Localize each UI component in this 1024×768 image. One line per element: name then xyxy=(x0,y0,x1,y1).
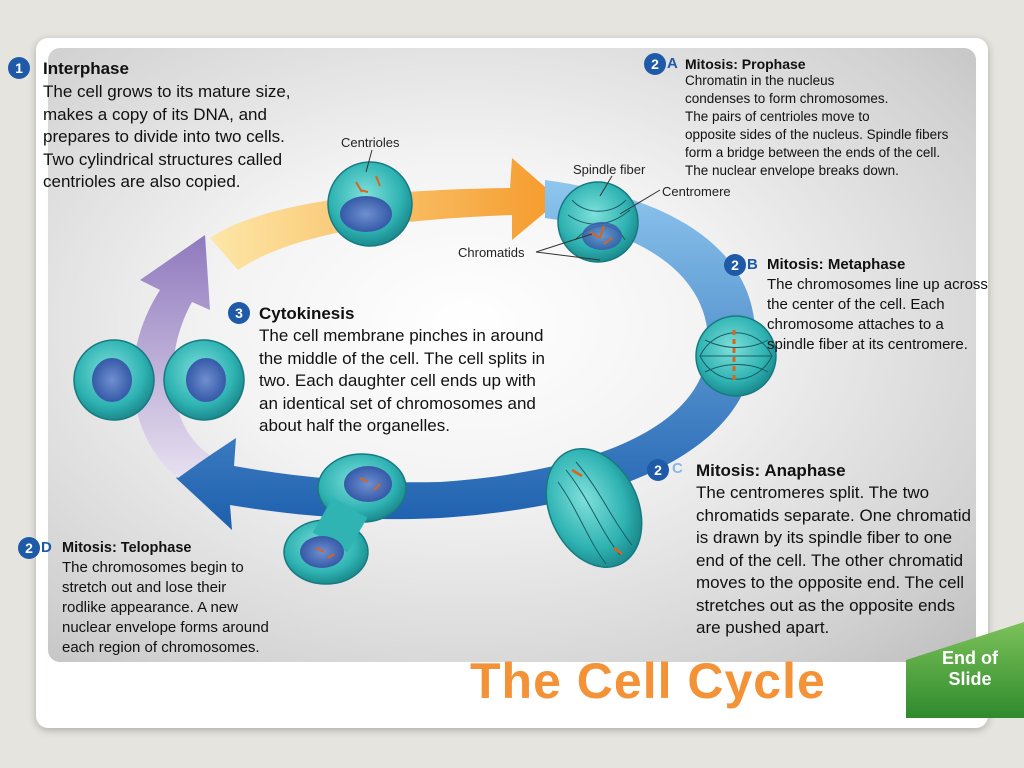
mitosis-arrow xyxy=(176,180,756,530)
daughter-cell-left xyxy=(73,339,155,421)
metaphase-letter: B xyxy=(747,256,758,273)
cytokinesis-text: The cell membrane pinches in around the … xyxy=(259,326,545,435)
cytokinesis-badge: 3 xyxy=(228,302,250,324)
telophase-text: The chromosomes begin to stretch out and… xyxy=(62,559,269,656)
centrioles-label: Centrioles xyxy=(341,135,400,150)
anaphase-badge: 2 xyxy=(647,459,669,481)
chromatids-label: Chromatids xyxy=(458,245,525,260)
end-of-slide-line1: End of xyxy=(942,648,998,668)
interphase-heading: Interphase xyxy=(43,59,129,78)
centrioles-leader xyxy=(365,149,373,173)
telophase-letter: D xyxy=(41,539,52,556)
end-of-slide-button[interactable]: End of Slide xyxy=(918,648,1022,690)
interphase-badge: 1 xyxy=(8,57,30,79)
daughter-cell-right xyxy=(163,339,245,421)
interphase-cell xyxy=(327,161,413,247)
slide-title: The Cell Cycle xyxy=(470,653,826,709)
chromatids-leader xyxy=(535,233,601,261)
prophase-text: Chromatin in the nucleus condenses to fo… xyxy=(685,73,949,178)
prophase-badge: 2 xyxy=(644,53,666,75)
metaphase-cell xyxy=(695,315,777,397)
telophase-heading: Mitosis: Telophase xyxy=(62,540,192,556)
end-of-slide-shape[interactable] xyxy=(906,622,1024,718)
anaphase-heading: Mitosis: Anaphase xyxy=(696,461,846,480)
metaphase-heading: Mitosis: Metaphase xyxy=(767,256,906,273)
centromere-leader xyxy=(619,189,661,215)
metaphase-badge: 2 xyxy=(724,254,746,276)
interphase-text: The cell grows to its mature size, makes… xyxy=(43,82,291,191)
centromere-label: Centromere xyxy=(662,184,731,199)
prophase-cell xyxy=(557,181,639,263)
prophase-letter: A xyxy=(667,55,678,72)
spindle-fiber-leader xyxy=(599,175,613,197)
end-of-slide-line2: Slide xyxy=(948,669,992,689)
anaphase-text: The centromeres split. The two chromatid… xyxy=(696,483,971,637)
prophase-heading: Mitosis: Prophase xyxy=(685,56,806,72)
anaphase-cell xyxy=(545,448,643,568)
cytokinesis-heading: Cytokinesis xyxy=(259,304,355,323)
telophase-badge: 2 xyxy=(18,537,40,559)
anaphase-letter: C xyxy=(672,460,683,477)
metaphase-text: The chromosomes line up across the cente… xyxy=(767,276,988,353)
telophase-cell xyxy=(283,453,407,585)
spindle-fiber-label: Spindle fiber xyxy=(573,162,646,177)
